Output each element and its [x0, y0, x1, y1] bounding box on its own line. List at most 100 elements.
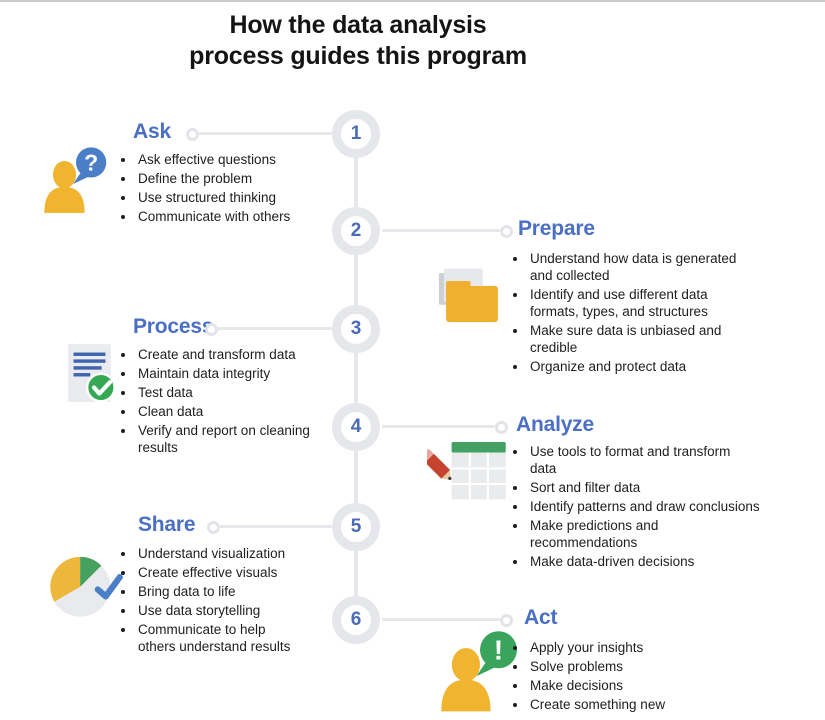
list-item: Ask effective questions [136, 151, 341, 168]
page-title-line1: How the data analysis [229, 11, 487, 39]
list-item: Communicate with others [136, 208, 341, 225]
process-bullet-list: Create and transform data Maintain data … [120, 346, 318, 458]
ask-bullet-list: Ask effective questions Define the probl… [120, 151, 341, 227]
list-item: Create and transform data [136, 346, 318, 363]
step-circle-6: 6 [332, 596, 380, 644]
list-item: Create effective visuals [136, 564, 298, 581]
list-item: Organize and protect data [528, 358, 740, 375]
speech-bubble [480, 631, 517, 669]
check-mark [91, 380, 113, 396]
pie-chart-check-icon [45, 548, 133, 622]
step-number-6: 6 [350, 609, 362, 630]
doc-line [73, 352, 106, 356]
step-label-analyze: Analyze [516, 413, 594, 436]
folder-stack-icon [436, 266, 508, 332]
step-number-1: 1 [350, 123, 362, 144]
step-label-process: Process [133, 315, 214, 338]
connector-line-5 [218, 525, 332, 528]
person-question-icon-svg: ? [44, 147, 107, 213]
person-body [441, 679, 491, 712]
list-item: Understand how data is generated and col… [528, 250, 740, 284]
list-item: Bring data to life [136, 583, 298, 600]
pie-chart-check-icon-svg [50, 556, 123, 617]
connector-line-6 [382, 618, 500, 621]
connector-ring-2 [500, 225, 513, 238]
list-item: Identify patterns and draw conclusions [528, 498, 760, 515]
list-item: Create something new [528, 696, 778, 713]
folder-stack-icon-svg [438, 268, 498, 323]
table-gridline [451, 483, 506, 486]
list-item: Use structured thinking [136, 189, 341, 206]
list-item: Use data storytelling [136, 602, 298, 619]
list-item: Verify and report on cleaning results [136, 422, 318, 456]
list-item: Clean data [136, 403, 318, 420]
pencil-tip [441, 470, 451, 480]
connector-line-1 [197, 132, 332, 135]
person-question-icon: ? [40, 143, 112, 215]
top-border [0, 0, 825, 2]
prepare-bullet-list: Understand how data is generated and col… [512, 250, 740, 377]
doc-line [73, 359, 106, 363]
page-title: How the data analysis process guides thi… [58, 10, 658, 72]
list-item: Sort and filter data [528, 479, 760, 496]
page-title-line2: process guides this program [189, 42, 527, 70]
analyze-bullet-list: Use tools to format and transform data S… [512, 443, 760, 572]
connector-line-4 [382, 425, 495, 428]
doc-line [73, 366, 102, 370]
pie-slice-yellow [50, 556, 81, 602]
step-label-act: Act [524, 606, 558, 629]
check-circle [86, 372, 116, 403]
step-number-5: 5 [350, 516, 362, 537]
table-gridline [486, 452, 489, 500]
list-item: Make predictions and recommendations [528, 517, 760, 551]
list-item: Solve problems [528, 658, 778, 675]
pencil [427, 449, 452, 481]
connector-line-3 [216, 327, 332, 330]
step-circle-4: 4 [332, 403, 380, 451]
list-item: Identify and use different data formats,… [528, 286, 740, 320]
table-gridline [468, 452, 471, 500]
share-bullet-list: Understand visualization Create effectiv… [120, 545, 298, 657]
list-item: Make decisions [528, 677, 778, 694]
step-number-3: 3 [350, 318, 362, 339]
list-item: Use tools to format and transform data [528, 443, 760, 477]
folder-body [446, 286, 498, 323]
spreadsheet-pencil-icon [427, 437, 509, 511]
connector-ring-6 [500, 614, 513, 627]
spreadsheet-pencil-icon-svg [427, 442, 506, 500]
list-item: Understand visualization [136, 545, 298, 562]
list-item: Apply your insights [528, 639, 778, 656]
pencil-point [448, 476, 452, 481]
doc-line [73, 373, 91, 377]
step-number-2: 2 [350, 220, 362, 241]
pie-slice-green [80, 556, 102, 587]
list-item: Maintain data integrity [136, 365, 318, 382]
table-header [451, 442, 506, 453]
connector-ring-4 [495, 421, 508, 434]
list-item: Make sure data is unbiased and credible [528, 322, 740, 356]
list-item: Define the problem [136, 170, 341, 187]
act-bullet-list: Apply your insights Solve problems Make … [512, 639, 778, 715]
step-circle-1: 1 [332, 110, 380, 158]
table-body [451, 452, 506, 500]
step-circle-2: 2 [332, 207, 380, 255]
step-label-share: Share [138, 513, 196, 536]
step-circle-5: 5 [332, 503, 380, 551]
timeline-line [354, 134, 358, 620]
question-glyph: ? [84, 149, 98, 175]
step-number-4: 4 [350, 416, 362, 437]
person-head [52, 161, 76, 189]
connector-line-2 [382, 229, 500, 232]
check-mark [94, 573, 123, 600]
person-head [451, 648, 480, 682]
list-item: Communicate to help others understand re… [136, 621, 298, 655]
document-check-icon-svg [68, 344, 116, 403]
pencil-body [427, 453, 451, 479]
pencil-eraser [427, 449, 434, 462]
step-label-prepare: Prepare [518, 217, 595, 240]
table-gridline [451, 467, 506, 470]
list-item: Test data [136, 384, 318, 401]
person-exclamation-icon-svg: ! [441, 631, 517, 712]
step-label-ask: Ask [133, 120, 171, 143]
